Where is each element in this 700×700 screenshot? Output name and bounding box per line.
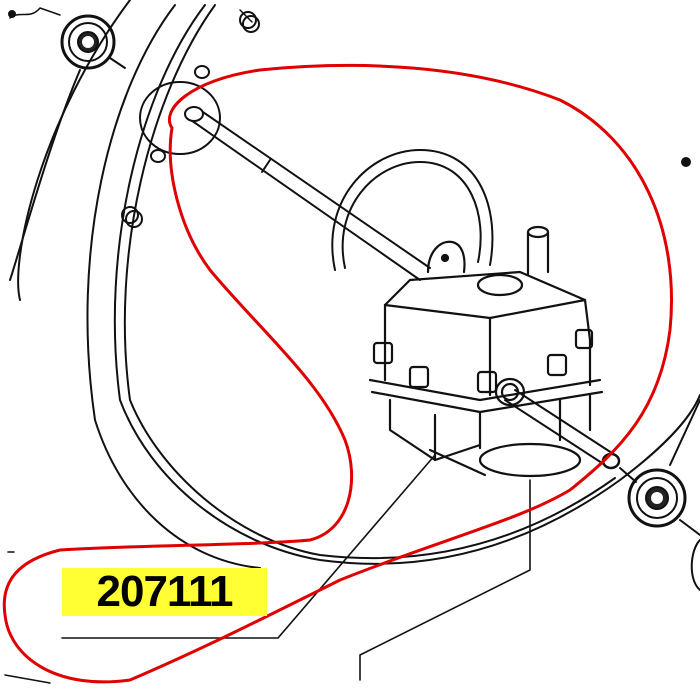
pulley-left bbox=[8, 7, 126, 70]
red-annotation-loop bbox=[2, 63, 673, 684]
drive-shaft bbox=[184, 106, 621, 470]
shaft-bushing bbox=[139, 65, 221, 163]
deck-studs bbox=[121, 11, 691, 228]
leader-line bbox=[4, 454, 531, 684]
gearbox-housing bbox=[368, 225, 604, 478]
drive-belt bbox=[331, 149, 494, 271]
part-number-label: 207111 bbox=[62, 568, 267, 616]
pulley-right bbox=[619, 399, 700, 591]
deck-outline bbox=[9, 0, 700, 569]
